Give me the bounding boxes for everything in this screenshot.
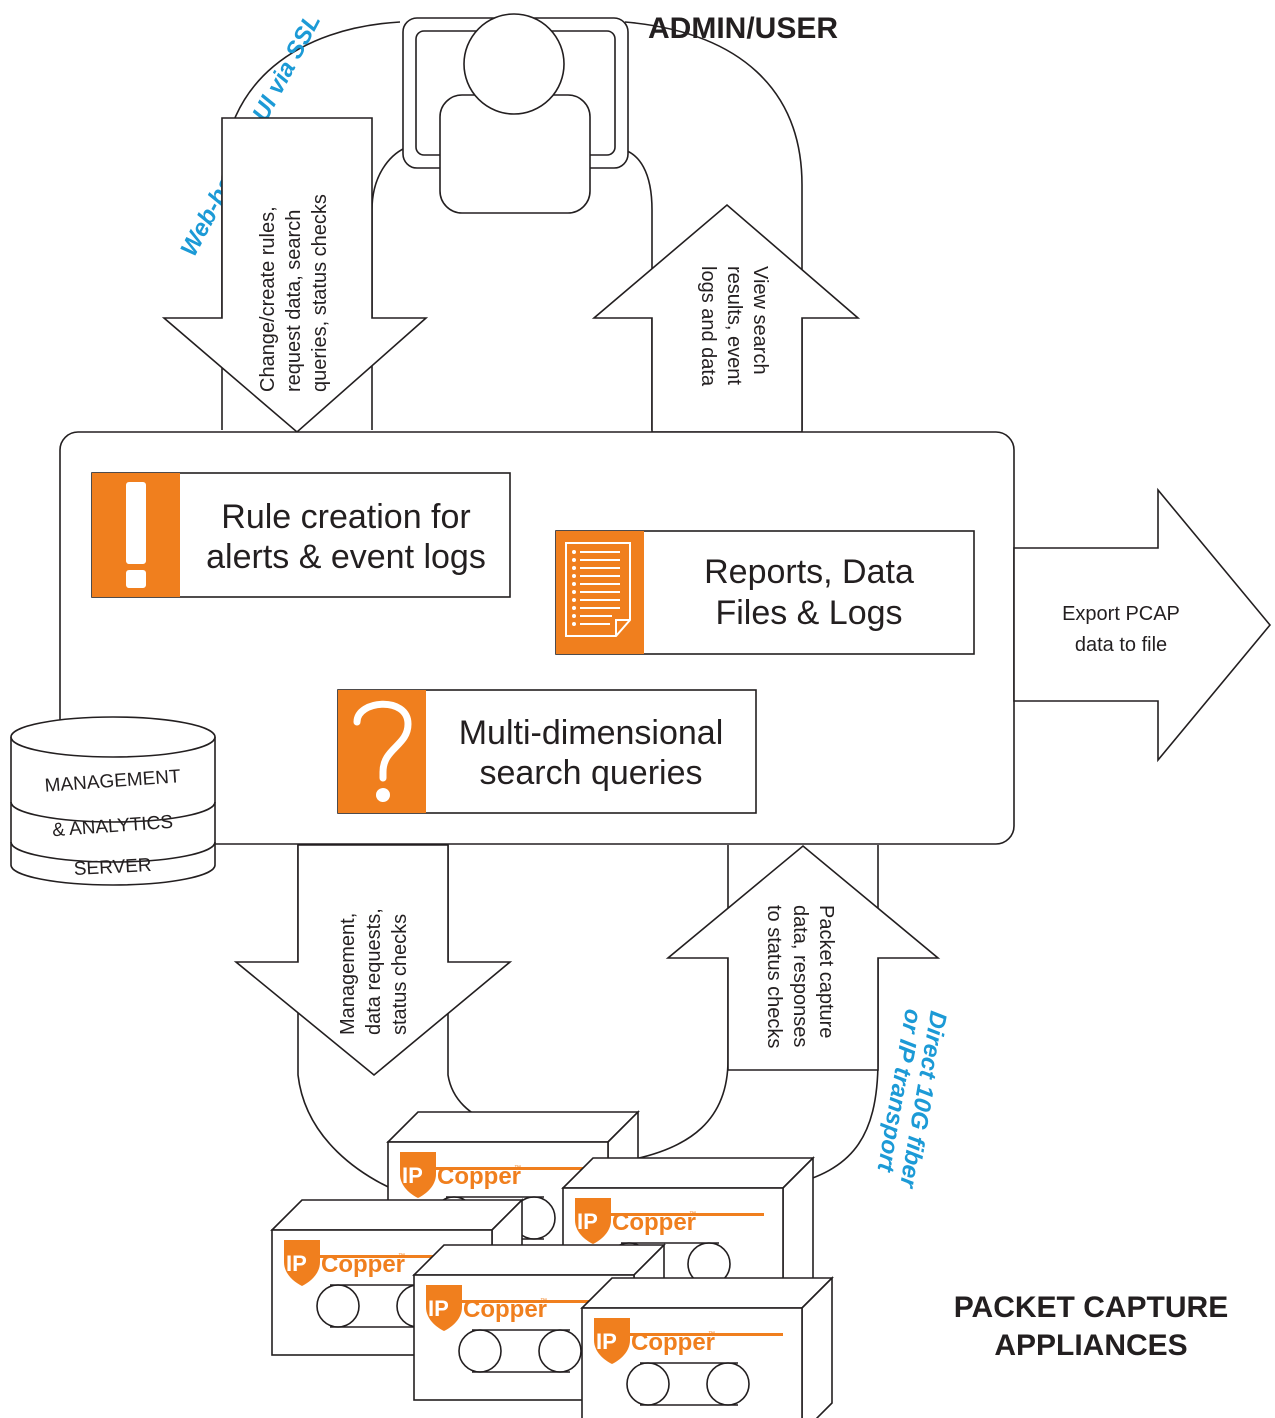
appliance-up-line1: Packet capture [815,905,837,1038]
export-label-line1: Export PCAP [1062,603,1180,625]
arrow-server-to-user: View search results, event logs and data [591,203,861,433]
arrow-server-to-appliances: Management, data requests, status checks [233,844,513,1077]
appliance-down-line2: data requests, [363,908,385,1035]
arrow-up-label-line2: results, event [723,266,745,385]
server-line3: SERVER [73,855,152,880]
svg-text:Copper: Copper [321,1251,405,1278]
rule-creation-box: Rule creation for alerts & event logs [91,472,511,598]
exclamation-icon [126,482,146,588]
svg-text:IP: IP [577,1209,598,1234]
svg-text:™: ™ [708,1331,715,1338]
reports-line2: Files & Logs [715,594,902,632]
svg-text:Copper: Copper [463,1296,547,1323]
rule-creation-line1: Rule creation for [221,498,470,536]
question-mark-icon [353,700,412,802]
appliance-up-line2: data, responses [789,905,811,1047]
appliance-box-icon: IP Copper ™ [581,1277,833,1418]
search-line2: search queries [479,754,702,792]
svg-text:Copper: Copper [631,1329,715,1356]
reports-line1: Reports, Data [704,553,914,591]
svg-text:IP: IP [428,1296,449,1321]
rule-creation-line2: alerts & event logs [206,538,486,576]
appliance-down-line1: Management, [337,913,359,1035]
arrow-down-label-line3: queries, status checks [309,194,331,392]
arrow-up-label-line3: logs and data [697,266,719,387]
arrow-up-label-line1: View search [749,266,771,375]
database-cylinder-icon: MANAGEMENT & ANALYTICS SERVER [10,716,216,886]
direct-transport-label: Direct 10G fiber or IP transport [871,1007,951,1191]
svg-text:™: ™ [689,1211,696,1218]
packet-capture-appliances: IP Copper ™ IP Copper ™ IP Copper ™ IP C… [271,1111,833,1418]
search-queries-box: Multi-dimensional search queries [337,689,757,814]
export-label-line2: data to file [1075,634,1167,656]
search-line1: Multi-dimensional [459,714,724,752]
reports-box: Reports, Data Files & Logs [555,530,975,655]
arrow-appliances-to-server: Packet capture data, responses to status… [665,844,941,1071]
appliance-box-icon: IP Copper ™ [387,1111,639,1268]
appliance-up-line3: to status checks [763,905,785,1048]
arrow-user-to-server: Change/create rules, request data, searc… [161,117,429,434]
appliance-down-line3: status checks [389,914,411,1035]
svg-text:IP: IP [596,1329,617,1354]
appliances-heading-line2: APPLIANCES [994,1329,1187,1362]
appliance-box-icon: IP Copper ™ [562,1157,814,1314]
appliance-box-icon: IP Copper ™ [413,1244,665,1401]
arrow-down-label-line2: request data, search [283,210,305,392]
admin-user-icon [402,13,629,214]
svg-text:™: ™ [514,1165,521,1172]
svg-text:™: ™ [398,1253,405,1260]
admin-user-heading: ADMIN/USER [648,12,838,45]
arrow-down-label-line1: Change/create rules, [257,206,279,392]
svg-text:Copper: Copper [437,1163,521,1190]
svg-text:IP: IP [286,1251,307,1276]
appliances-heading-line1: PACKET CAPTURE [954,1291,1228,1324]
appliance-box-icon: IP Copper ™ [271,1199,523,1356]
svg-text:Copper: Copper [612,1209,696,1236]
svg-text:™: ™ [540,1298,547,1305]
document-list-icon [565,542,631,637]
svg-text:IP: IP [402,1163,423,1188]
export-arrow: Export PCAP data to file [1013,487,1272,763]
